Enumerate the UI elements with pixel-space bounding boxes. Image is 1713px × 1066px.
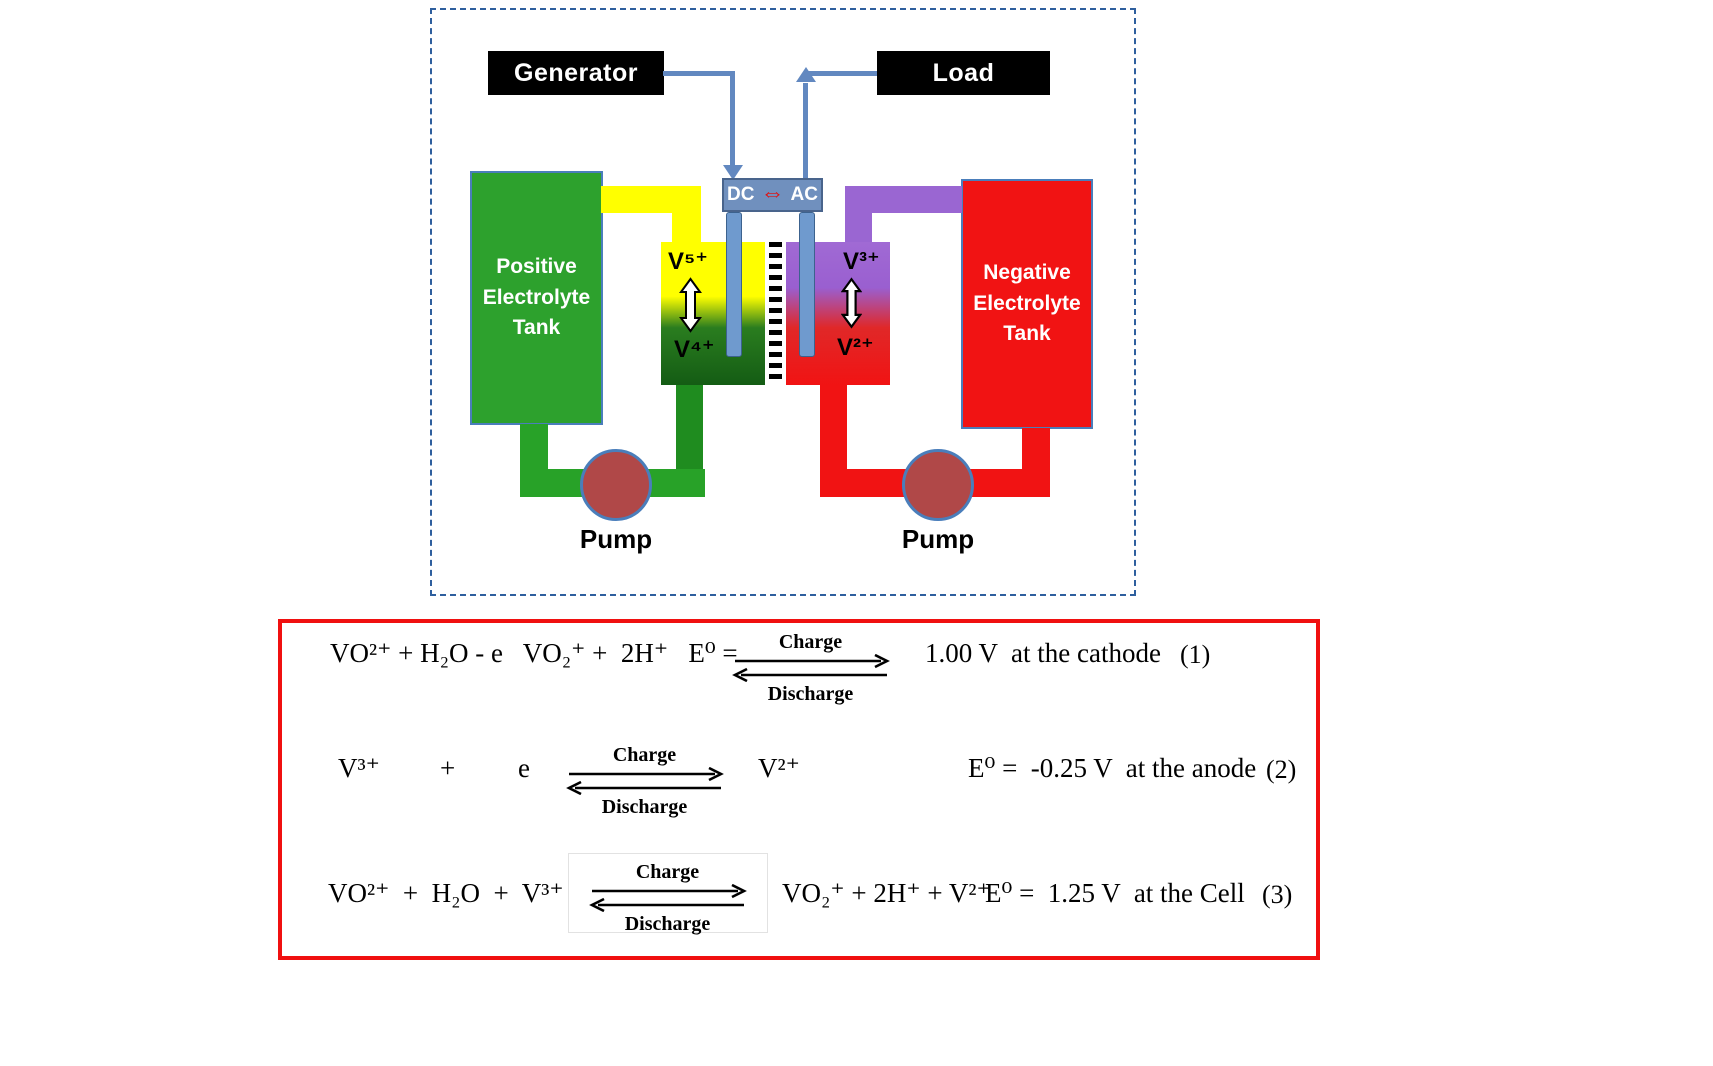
equation-3-lhs: VO²⁺ + H₂O + V³⁺ — [328, 878, 564, 908]
generator-wire-horizontal — [663, 71, 735, 76]
positive-electrolyte-tank: Positive Electrolyte Tank — [470, 171, 603, 425]
dc-ac-converter: DC ⇔ AC — [722, 178, 823, 212]
pipe-purple-vertical — [845, 186, 872, 244]
pump-label-left: Pump — [579, 524, 653, 554]
reversible-arrows-icon — [731, 654, 890, 682]
charge-discharge-arrows: Charge Discharge — [585, 861, 750, 935]
discharge-label: Discharge — [624, 913, 711, 935]
pipe-red-tank-drop — [1022, 428, 1050, 497]
equation-2-product: V²⁺ — [758, 753, 800, 783]
charge-label: Charge — [635, 861, 700, 883]
equation-3-number: (3) — [1262, 880, 1293, 909]
equation-2-reactant: V³⁺ — [338, 753, 380, 783]
pipe-green-tank-drop — [520, 424, 548, 497]
load-wire-horizontal — [805, 71, 877, 76]
species-v4-label: V⁴⁺ — [674, 336, 715, 363]
equation-3-arrow-box — [568, 853, 768, 933]
pump-label-right: Pump — [901, 524, 975, 554]
equation-3-rhs: VO₂⁺ + 2H⁺ + V²⁺ — [782, 878, 991, 908]
dc-label: DC — [727, 184, 755, 205]
equation-1-potential: 1.00 V at the cathode — [925, 638, 1161, 668]
ac-label: AC — [790, 184, 818, 205]
charge-discharge-arrows: Charge Discharge — [562, 744, 727, 818]
load-box: Load — [877, 51, 1050, 95]
equation-1-lhs: VO²⁺ + H₂O - e VO₂⁺ + 2H⁺ E⁰ = — [330, 638, 738, 668]
species-v2-label: V²⁺ — [837, 334, 874, 361]
equation-2-electron: e — [518, 753, 530, 783]
equation-2-plus: + — [440, 753, 456, 783]
reversible-arrows-icon — [588, 884, 747, 912]
dc-ac-double-arrow-icon: ⇔ — [760, 180, 785, 207]
electrode-right — [799, 212, 815, 357]
electrode-left — [726, 212, 742, 357]
equations-panel-frame — [278, 619, 1320, 960]
species-v5-label: V⁵⁺ — [668, 248, 708, 275]
negative-electrolyte-tank: Negative Electrolyte Tank — [961, 179, 1093, 429]
reversible-arrows-icon — [565, 767, 724, 795]
cell-positive-half — [661, 242, 765, 385]
equation-3-potential: E⁰ = 1.25 V at the Cell — [985, 878, 1245, 908]
updown-arrow-icon — [840, 277, 863, 334]
charge-label: Charge — [612, 744, 677, 766]
discharge-label: Discharge — [767, 683, 854, 705]
equation-2-potential: E⁰ = -0.25 V at the anode — [968, 753, 1257, 783]
discharge-label: Discharge — [601, 796, 688, 818]
updown-arrow-icon — [679, 277, 702, 338]
load-wire-vertical — [803, 83, 808, 178]
generator-wire-vertical — [730, 71, 735, 166]
schematic-dashed-frame — [430, 8, 1136, 596]
generator-box: Generator — [488, 51, 664, 95]
charge-label: Charge — [778, 631, 843, 653]
arrow-down-icon — [723, 165, 743, 180]
membrane — [769, 242, 782, 385]
equation-2-number: (2) — [1266, 755, 1297, 784]
species-v3-label: V³⁺ — [843, 248, 880, 275]
pump-icon — [902, 449, 974, 521]
equation-1-number: (1) — [1180, 640, 1211, 669]
pump-icon — [580, 449, 652, 521]
pipe-yellow-vertical — [672, 186, 701, 244]
charge-discharge-arrows: Charge Discharge — [728, 631, 893, 705]
